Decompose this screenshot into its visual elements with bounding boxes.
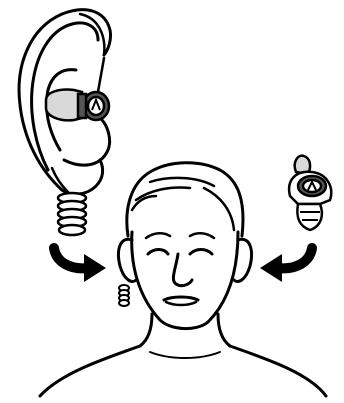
arrow-right-icon — [54, 248, 106, 282]
coiled-cable-icon — [52, 168, 86, 235]
arrow-left-icon — [260, 248, 312, 282]
face-earpiece-cable-icon — [119, 285, 129, 306]
earpiece-in-ear-icon — [46, 89, 109, 120]
earpiece-icon — [289, 156, 331, 230]
